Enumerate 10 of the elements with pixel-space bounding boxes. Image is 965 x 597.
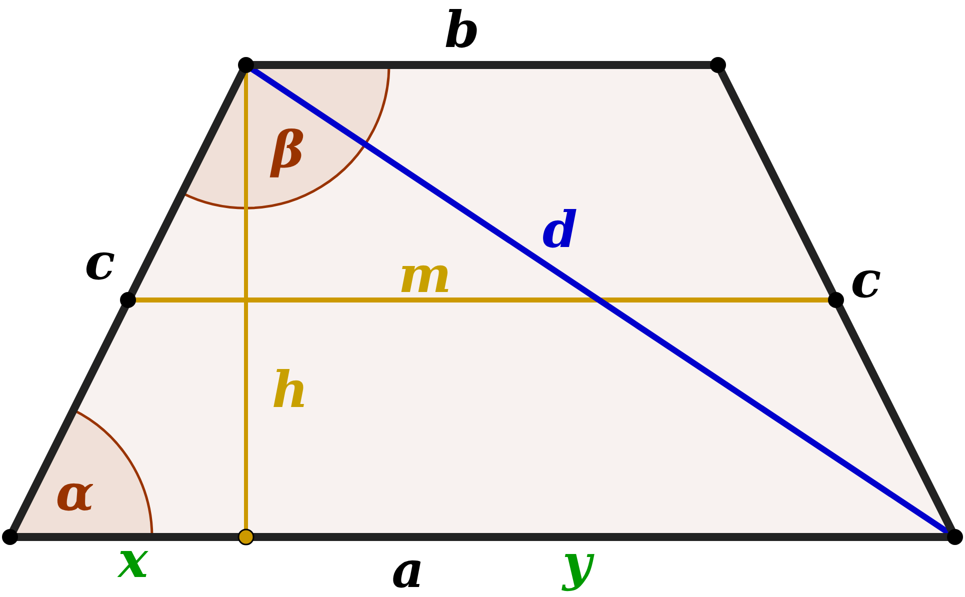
- variable-label: a: [392, 545, 424, 595]
- variable-label: α: [56, 468, 94, 518]
- variable-label: x: [118, 535, 148, 585]
- variable-label: m: [398, 250, 452, 300]
- variable-label: β: [271, 125, 305, 175]
- variable-label: c: [850, 255, 882, 305]
- variable-label: d: [542, 205, 578, 255]
- variable-label: h: [272, 365, 308, 415]
- variable-label: b: [444, 5, 480, 55]
- variable-label: c: [84, 237, 116, 287]
